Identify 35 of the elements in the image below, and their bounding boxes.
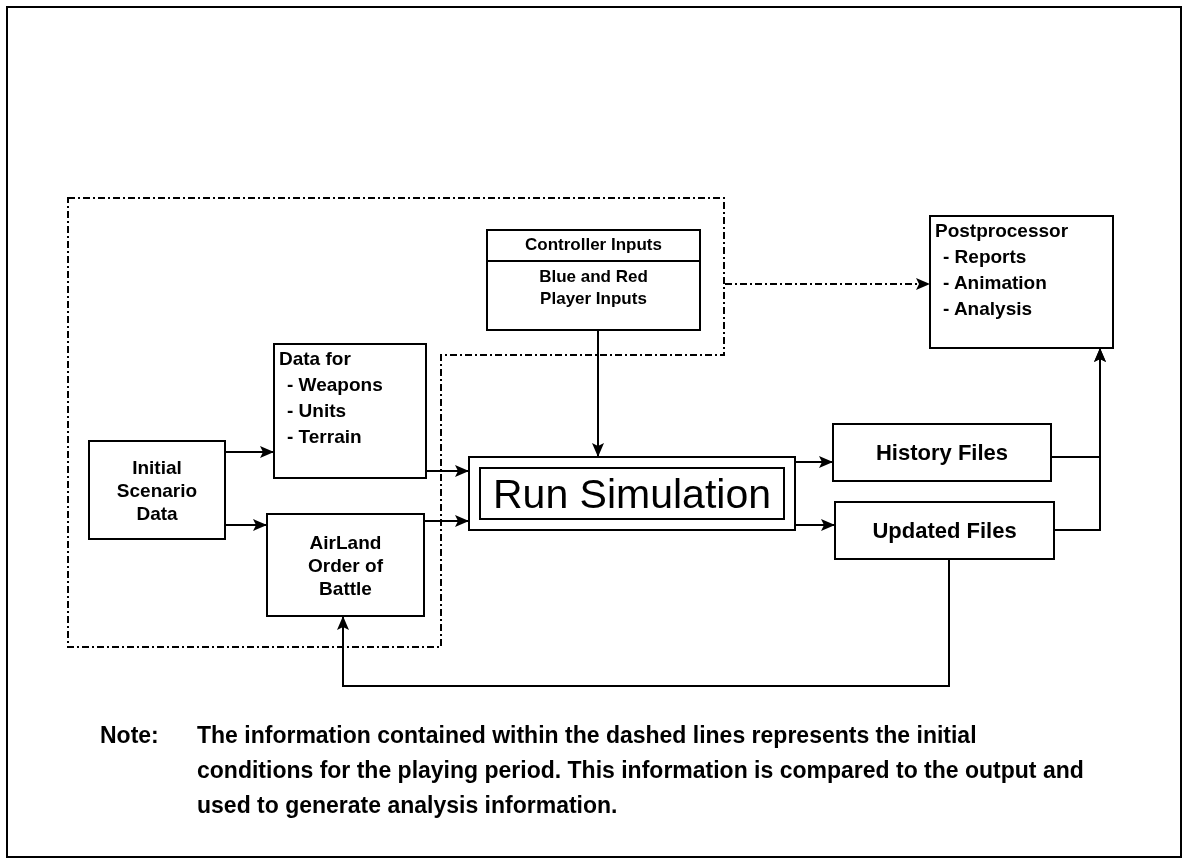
box-label: Run Simulation: [493, 470, 771, 517]
box-label: Initial Scenario Data: [115, 455, 199, 525]
arrow: [592, 330, 604, 457]
arrow: [225, 519, 267, 531]
box-label: - Analysis: [942, 297, 1034, 321]
process-box: [88, 440, 226, 540]
box-label: Updated Files: [871, 519, 1018, 542]
arrow: [337, 559, 950, 687]
box-label: - Units: [286, 399, 348, 423]
box-label: AirLand Order of Battle: [307, 530, 384, 600]
box-label: - Terrain: [286, 425, 363, 449]
process-box: [929, 215, 1114, 349]
arrow: [795, 456, 833, 468]
note-text: The information contained within the dashed lines represents the initial conditions for the playing period. This information is compared to the output and used to generate analysis information.: [197, 721, 1085, 820]
process-box: [834, 501, 1055, 560]
process-box: [486, 229, 701, 331]
box-label: - Weapons: [286, 373, 384, 397]
box-label: - Animation: [942, 271, 1048, 295]
arrow: [724, 278, 930, 290]
box-heading: Postprocessor: [934, 219, 1070, 243]
process-box: [832, 423, 1052, 482]
box-heading: Data for: [278, 347, 352, 371]
box-label: Blue and Red Player Inputs: [538, 266, 649, 310]
box-label: - Reports: [942, 245, 1028, 269]
arrow: [225, 446, 274, 458]
arrow: [424, 515, 469, 527]
box-label: History Files: [874, 441, 1009, 464]
process-box: [273, 343, 427, 479]
box-heading: Controller Inputs: [488, 231, 699, 262]
arrow: [795, 519, 835, 531]
arrow: [1054, 348, 1106, 531]
note-heading: Note:: [100, 721, 160, 750]
process-box: [468, 456, 796, 531]
process-box: [266, 513, 425, 617]
arrow: [426, 465, 469, 477]
